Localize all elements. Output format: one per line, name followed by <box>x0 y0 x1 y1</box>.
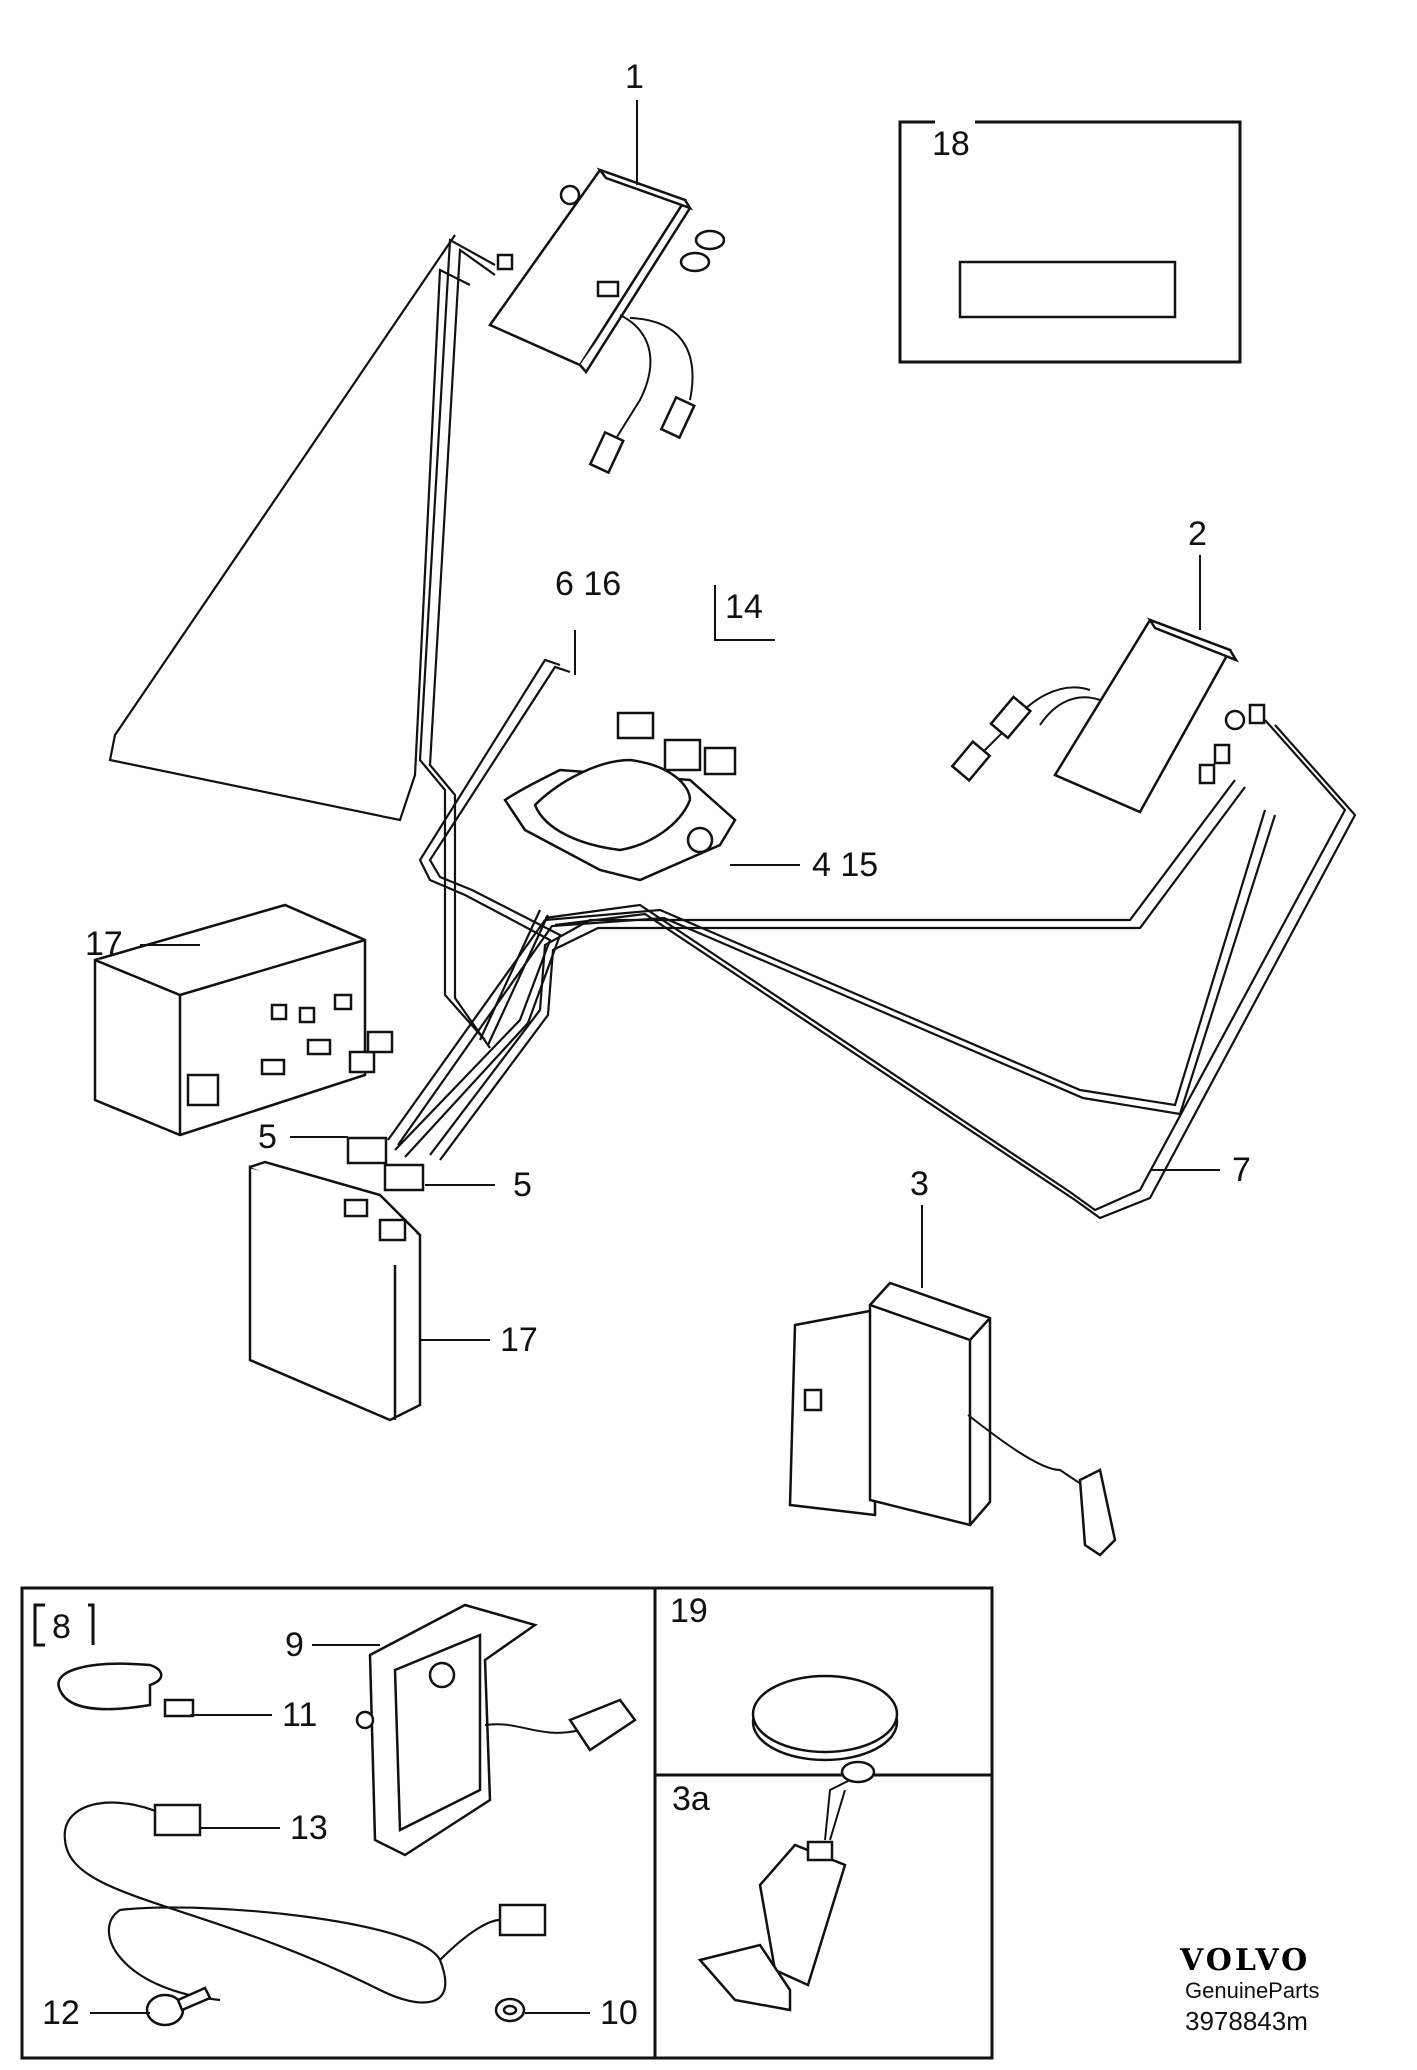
part-7-wire-harness <box>108 234 1357 1220</box>
part-2-module <box>950 617 1266 814</box>
callout-14: 14 <box>725 588 763 626</box>
callout-19: 19 <box>670 1592 708 1630</box>
callout-11: 11 <box>282 1696 317 1734</box>
part-13-antenna-cable <box>63 1801 547 2004</box>
callout-5-left: 5 <box>258 1118 277 1156</box>
brand-block: VOLVO GenuineParts 3978843m <box>1179 1943 1320 2036</box>
callout-18: 18 <box>932 125 970 163</box>
part-11-cable-tie <box>57 1662 195 1718</box>
callout-5-right: 5 <box>513 1166 532 1204</box>
callout-13: 13 <box>290 1809 328 1847</box>
callout-3a: 3a <box>672 1780 710 1818</box>
callout-1: 1 <box>625 58 644 96</box>
brand-logo: VOLVO <box>1179 1943 1310 1978</box>
part-4-15-sensor <box>503 711 737 882</box>
part-5-connectors <box>346 1030 425 1192</box>
callout-4-15: 4 15 <box>812 846 878 884</box>
part-12-screw <box>145 1986 212 2027</box>
callout-17-bottom: 17 <box>500 1321 538 1359</box>
callout-9: 9 <box>285 1626 304 1664</box>
part-1-module <box>488 167 726 475</box>
callout-labels: 1 18 2 6 16 14 4 15 17 5 5 7 3 17 8 9 11… <box>42 58 1251 2032</box>
callout-6-16: 6 16 <box>555 565 621 603</box>
part-19-pad <box>751 1674 899 1762</box>
part-10-nut <box>494 1997 526 2023</box>
callout-17-top: 17 <box>85 925 123 963</box>
callout-2: 2 <box>1188 515 1207 553</box>
callout-3: 3 <box>910 1165 929 1203</box>
callout-12: 12 <box>42 1994 80 2032</box>
leader-lines <box>90 100 1220 2014</box>
callout-8: 8 <box>52 1608 71 1646</box>
kit-8-frame <box>20 1586 994 2060</box>
part-18-label-box <box>898 120 1242 364</box>
part-9-bracket <box>355 1603 637 1857</box>
part-17-receiver-unit <box>248 1160 422 1422</box>
brand-tagline: GenuineParts <box>1185 1978 1320 2003</box>
callout-7: 7 <box>1232 1151 1251 1189</box>
part-17-control-box <box>93 903 367 1137</box>
callout-10: 10 <box>600 1994 638 2032</box>
diagram-number: 3978843m <box>1185 2006 1308 2036</box>
part-3-module <box>788 1281 1117 1557</box>
part-3a-module <box>697 1760 876 2012</box>
